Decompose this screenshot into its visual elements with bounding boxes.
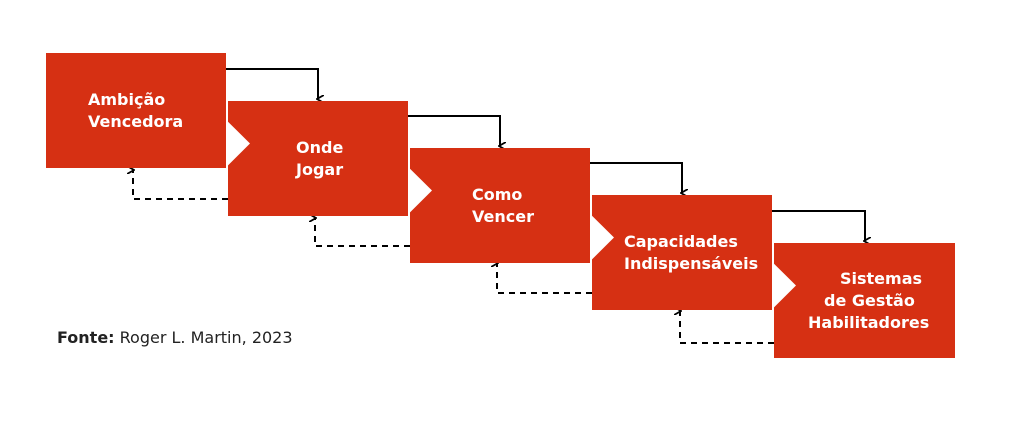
step-1-line-1: Ambição — [88, 89, 166, 109]
source-label: Fonte: — [57, 328, 115, 347]
forward-arrow-4 — [772, 210, 865, 241]
step-1-line-2: Vencedora — [88, 111, 184, 131]
feedback-arrow-4 — [680, 311, 774, 344]
feedback-arrow-1 — [133, 170, 228, 200]
source-text: Roger L. Martin, 2023 — [119, 328, 293, 347]
feedback-arrow-2 — [315, 218, 410, 247]
source-caption: Fonte: Roger L. Martin, 2023 — [57, 328, 293, 347]
step-5-line-3: Habilitadores — [808, 312, 930, 332]
forward-arrow-1 — [226, 68, 318, 99]
step-4-line-2: Indispensáveis — [624, 253, 759, 273]
feedback-arrow-3 — [497, 263, 592, 294]
step-5-line-2: de Gestão — [824, 290, 915, 310]
step-2-line-2: Jogar — [296, 159, 344, 179]
step-onde-jogar: Onde Jogar — [228, 101, 408, 216]
forward-arrow-2 — [408, 115, 500, 146]
step-ambicao-vencedora: Ambição Vencedora — [46, 53, 226, 168]
step-2-line-1: Onde — [296, 137, 344, 157]
forward-arrow-3 — [590, 162, 682, 193]
step-capacidades-indispensaveis: Capacidades Indispensáveis — [592, 195, 772, 310]
step-5-line-1: Sistemas — [840, 268, 923, 288]
step-3-line-2: Vencer — [472, 206, 534, 226]
step-como-vencer: Como Vencer — [410, 148, 590, 263]
step-4-line-1: Capacidades — [624, 231, 738, 251]
step-sistemas-gestao-habilitadores: Sistemas de Gestão Habilitadores — [774, 243, 955, 358]
step-3-line-1: Como — [472, 184, 523, 204]
